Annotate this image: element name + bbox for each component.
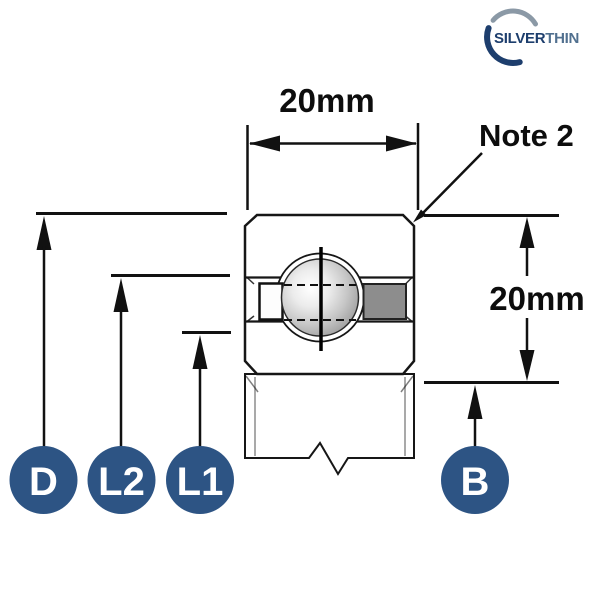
height-arrow-up-icon [519, 217, 535, 248]
height-dim-label: 20mm [489, 280, 584, 317]
shaft-left-chamfer-line [245, 375, 259, 393]
logo-word-thin: THIN [545, 30, 579, 47]
note-annotation: Note 2 [413, 118, 574, 223]
bearing-ring-block [243, 213, 416, 376]
shaft-body [244, 373, 415, 476]
note-arrow-icon [413, 209, 427, 223]
shaft-break-section [244, 373, 415, 476]
logo-word-silver: SILVER [494, 30, 546, 47]
logo-ring-navy-arc-icon [484, 25, 523, 66]
bearing-cross-section [243, 213, 416, 376]
cage-pocket-left [258, 282, 284, 321]
callout-d: D [9, 212, 227, 514]
callout-b: B [441, 385, 509, 514]
l2-badge-label: L2 [98, 460, 145, 504]
width-arrow-left-icon [249, 135, 280, 152]
l1-badge [166, 446, 234, 514]
l1-arrow-icon [192, 335, 208, 369]
callout-l2: L2 [87, 274, 230, 514]
silverthin-logo: SILVERTHIN [484, 8, 579, 66]
width-dim-label: 20mm [279, 82, 374, 119]
logo-wordmark: SILVERTHIN [494, 30, 579, 47]
logo-ring-gray-arc-icon [490, 8, 538, 27]
note-label: Note 2 [479, 118, 574, 153]
b-badge [441, 446, 509, 514]
shaft-right-chamfer-line [400, 375, 414, 393]
d-badge [9, 446, 78, 514]
l2-badge [87, 446, 156, 514]
b-badge-label: B [461, 460, 490, 504]
b-arrow-icon [467, 385, 483, 419]
callout-l1: L1 [166, 331, 234, 514]
width-dimension: 20mm [246, 82, 420, 210]
cage-pocket-right [362, 283, 407, 320]
l2-arrow-icon [113, 278, 129, 312]
height-arrow-down-icon [519, 350, 535, 381]
width-arrow-right-icon [386, 135, 417, 152]
l1-badge-label: L1 [177, 460, 224, 504]
height-dimension: 20mm [424, 214, 585, 384]
d-badge-label: D [29, 460, 58, 504]
d-arrow-icon [36, 216, 52, 250]
note-leader-line [417, 152, 483, 219]
